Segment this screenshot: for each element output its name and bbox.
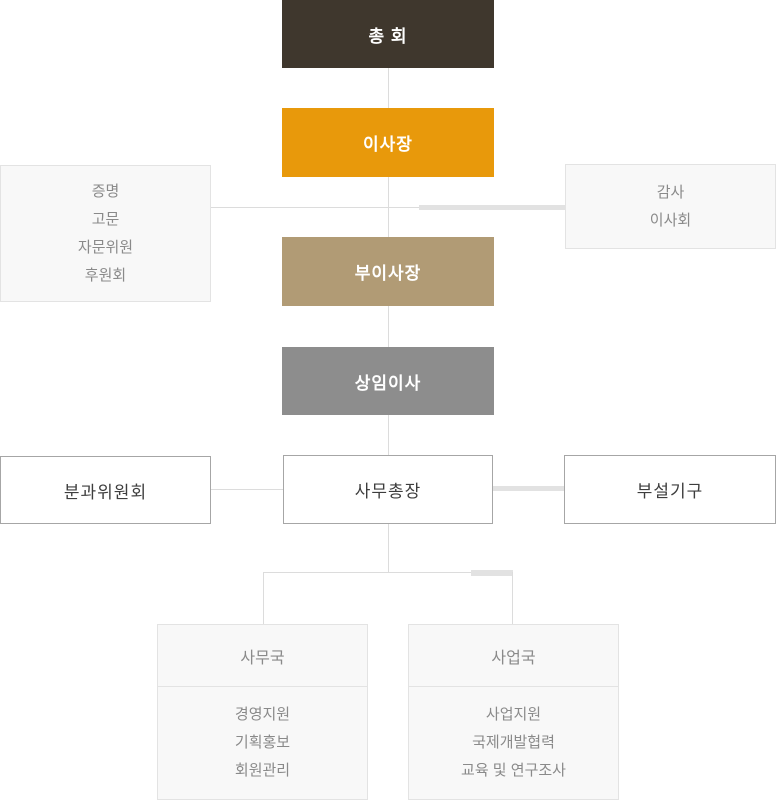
node-executive-director-label: 상임이사	[354, 373, 422, 393]
business-office-title: 사업국	[409, 625, 618, 687]
admin-office-item: 기획홍보	[234, 734, 291, 751]
connector-assembly-chairman	[388, 68, 389, 108]
connector-advisors	[211, 207, 389, 208]
node-general-assembly: 총 회	[282, 0, 494, 68]
connector-admin-office	[263, 572, 264, 624]
admin-office-item: 경영지원	[234, 706, 291, 723]
node-admin-office: 사무국 경영지원 기획홍보 회원관리	[157, 624, 368, 800]
node-subcommittee-label: 분과위원회	[63, 482, 148, 502]
node-vice-chairman-label: 부이사장	[354, 264, 422, 283]
node-executive-director: 상임이사	[282, 347, 494, 415]
connector-offices-horizontal	[263, 572, 512, 573]
connector-audit-stub	[389, 207, 419, 208]
node-affiliated-organization-label: 부설기구	[636, 482, 704, 501]
node-secretary-general-label: 사무총장	[354, 482, 422, 501]
advisors-line: 증명	[91, 182, 120, 200]
node-secretary-general: 사무총장	[283, 455, 493, 524]
admin-office-body: 경영지원 기획홍보 회원관리	[158, 687, 367, 799]
node-chairman-label: 이사장	[363, 135, 413, 154]
node-general-assembly-label: 총 회	[368, 26, 408, 46]
business-office-item: 사업지원	[485, 706, 542, 723]
node-audit-board: 감사 이사회	[565, 164, 776, 249]
node-chairman: 이사장	[282, 108, 494, 177]
admin-office-title: 사무국	[158, 625, 367, 687]
connector-affiliated	[493, 486, 564, 491]
node-affiliated-organization: 부설기구	[564, 455, 776, 524]
node-subcommittee: 분과위원회	[0, 456, 211, 524]
connector-vicechairman-executive	[388, 306, 389, 347]
advisors-line: 후원회	[84, 266, 127, 284]
connector-subcommittee	[211, 489, 283, 490]
connector-secretary-offices	[388, 524, 389, 572]
business-office-item: 교육 및 연구조사	[461, 762, 566, 779]
connector-audit	[419, 205, 565, 210]
connector-business-office	[512, 572, 513, 624]
business-office-body: 사업지원 국제개발협력 교육 및 연구조사	[409, 687, 618, 799]
node-vice-chairman: 부이사장	[282, 237, 494, 306]
connector-offices-horizontal-thick	[471, 570, 513, 576]
admin-office-item: 회원관리	[234, 762, 291, 779]
connector-executive-secretary	[388, 415, 389, 455]
advisors-line: 고문	[91, 210, 120, 228]
audit-line: 이사회	[649, 211, 692, 229]
node-business-office: 사업국 사업지원 국제개발협력 교육 및 연구조사	[408, 624, 619, 800]
node-advisors: 증명 고문 자문위원 후원회	[0, 165, 211, 302]
audit-line: 감사	[656, 183, 685, 201]
business-office-item: 국제개발협력	[472, 734, 555, 751]
advisors-line: 자문위원	[77, 238, 134, 256]
